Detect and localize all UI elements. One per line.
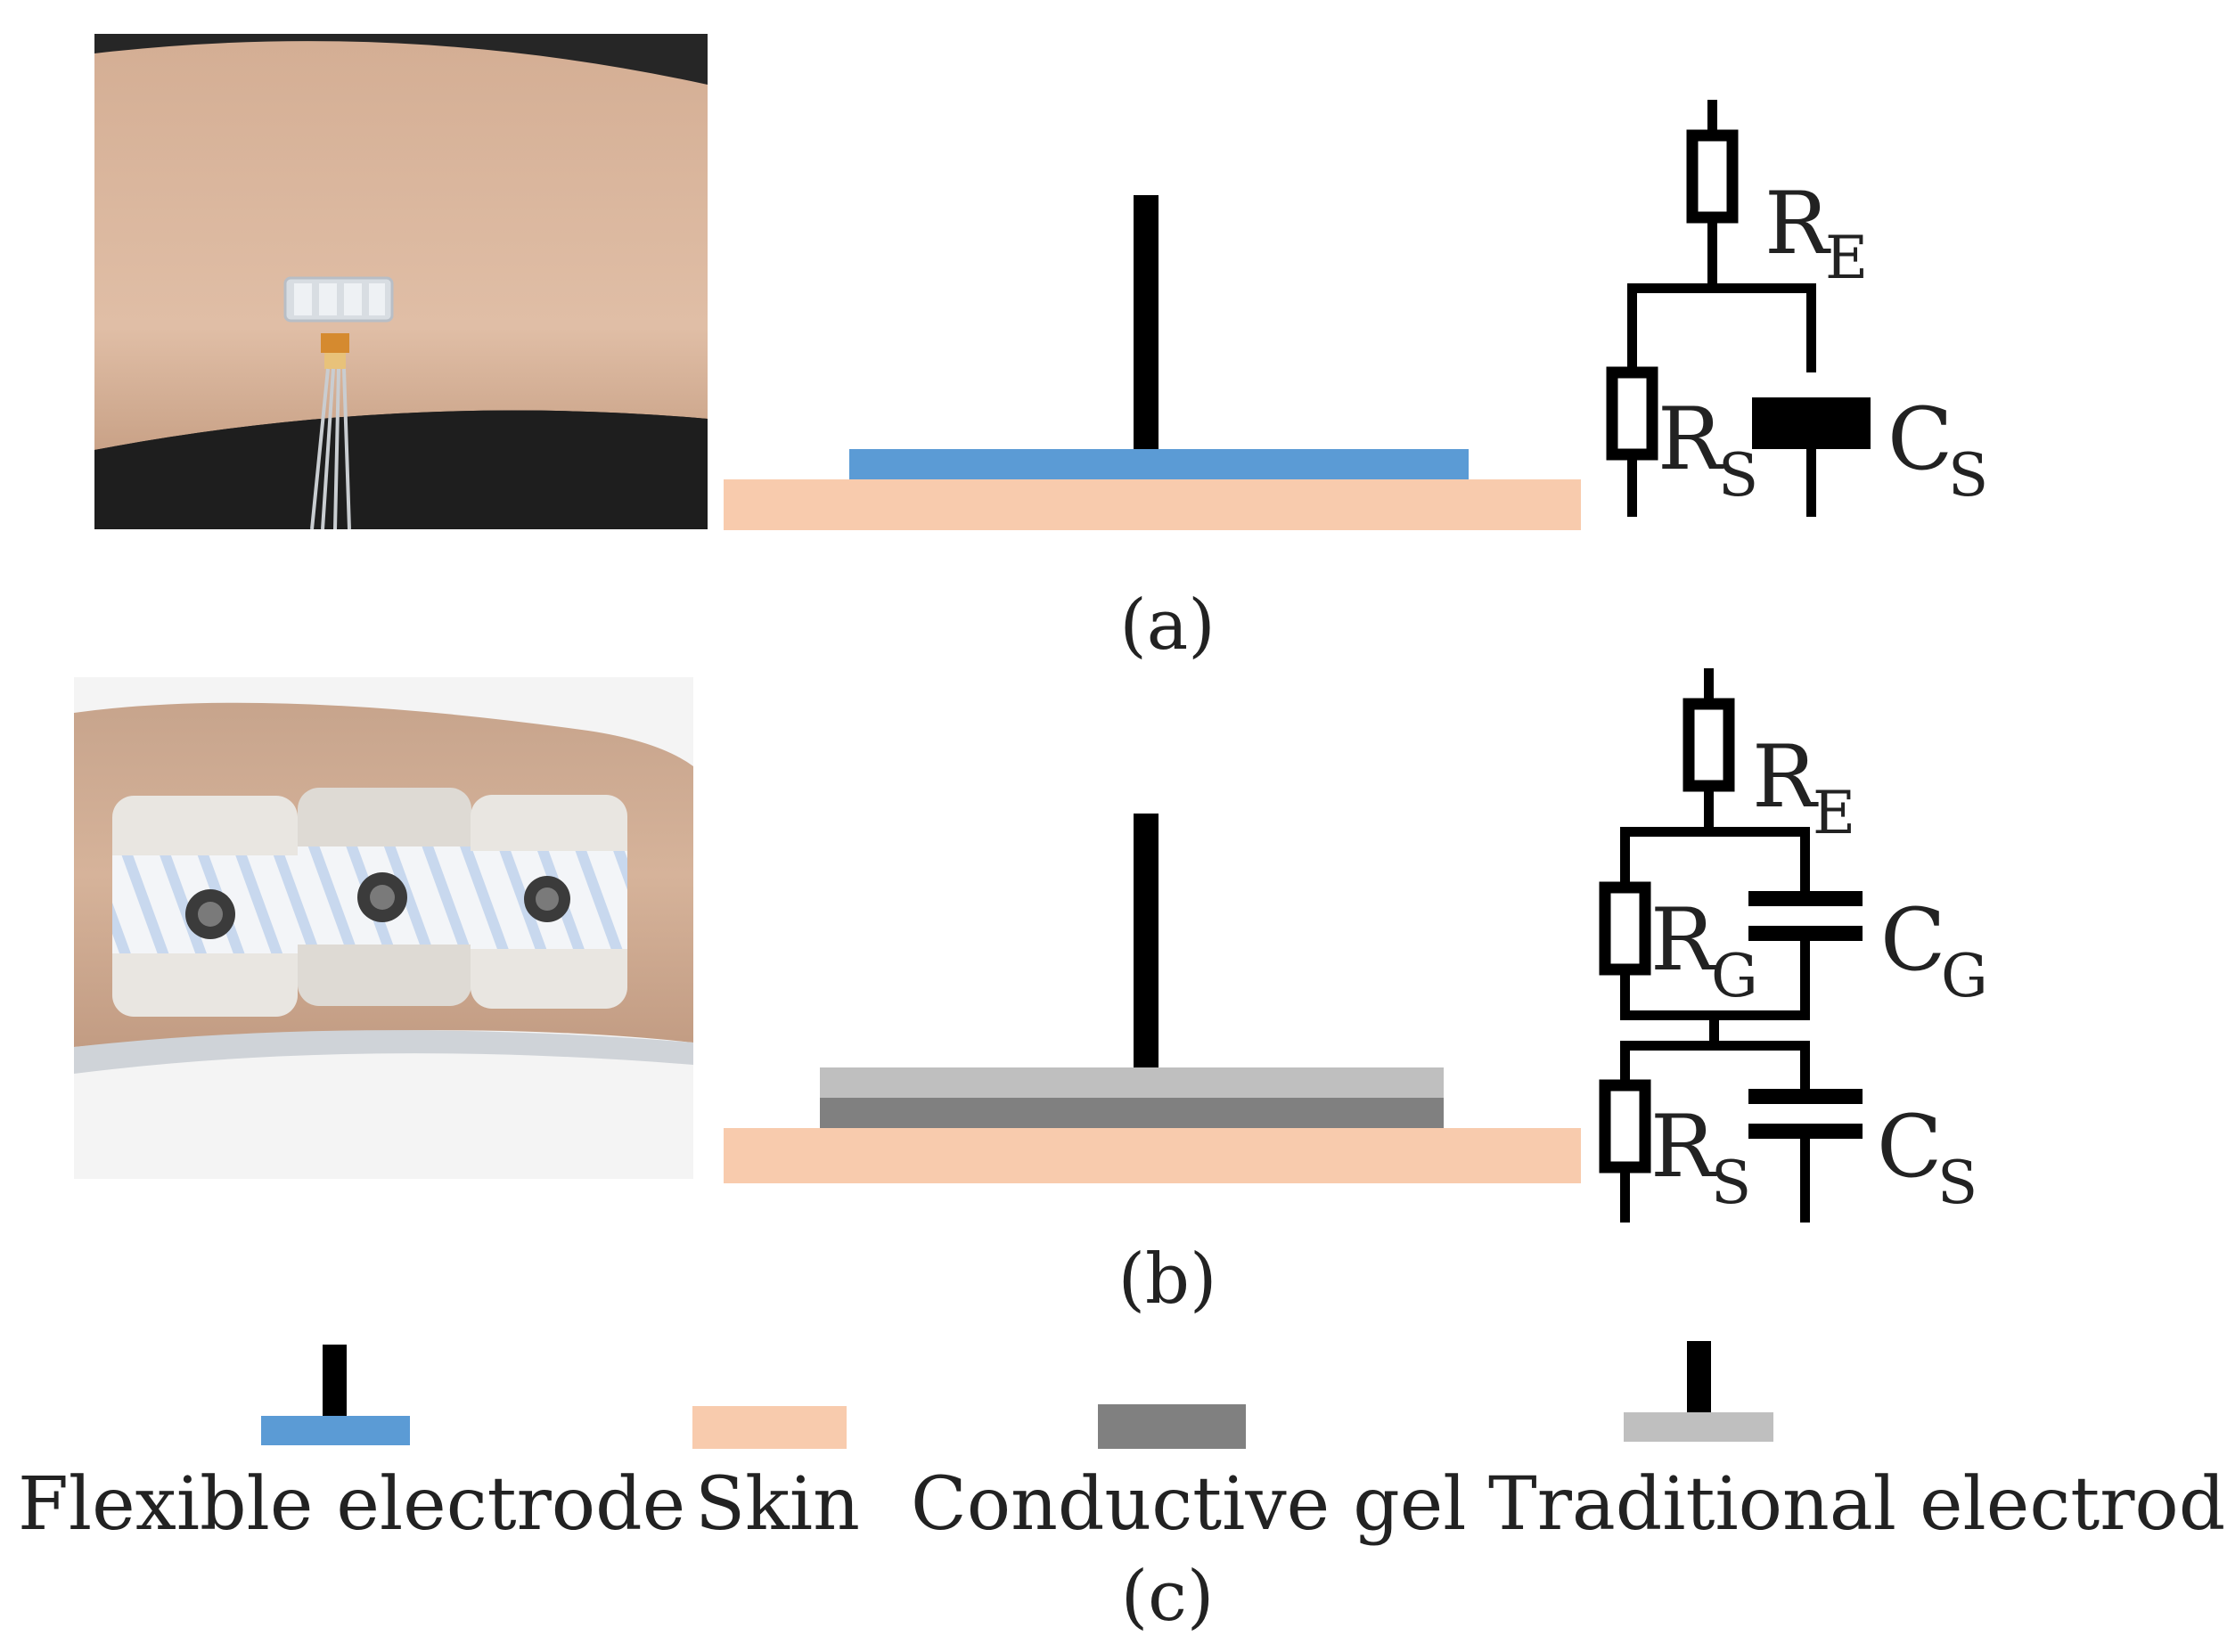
circuit-label-cs-b: C S xyxy=(1877,1097,1977,1217)
legend: Flexible electrode Skin Conductive gel T… xyxy=(18,1341,2227,1637)
legend-label-skin: Skin xyxy=(695,1462,860,1547)
capacitor-cs-a xyxy=(1752,397,1871,449)
skin-layer-a xyxy=(724,479,1581,530)
capacitor-cs-plate-top xyxy=(1748,1089,1863,1104)
equivalent-circuit-a xyxy=(1606,100,1871,517)
flexible-electrode-layer-a xyxy=(849,449,1469,479)
resistor-re-b xyxy=(1683,698,1735,792)
capacitor-cs-plate-bottom xyxy=(1748,1124,1863,1139)
svg-text:S: S xyxy=(1718,441,1758,510)
electrode-pad-1 xyxy=(112,796,298,1017)
svg-text:R: R xyxy=(1650,890,1717,990)
panel-label-a: (a) xyxy=(1119,585,1215,666)
electrode-pad-3 xyxy=(471,795,627,1009)
legend-label-flexible-electrode: Flexible electrode xyxy=(18,1462,685,1547)
svg-text:S: S xyxy=(1711,1149,1751,1217)
svg-text:G: G xyxy=(1941,942,1988,1010)
resistor-rs-a xyxy=(1606,366,1658,461)
capacitor-cg-plate-bottom xyxy=(1748,926,1863,941)
svg-text:E: E xyxy=(1825,224,1868,292)
legend-swatch-wire xyxy=(323,1345,347,1416)
panel-label-b: (b) xyxy=(1118,1239,1217,1320)
svg-text:C: C xyxy=(1887,389,1953,489)
circuit-label-re-a: R E xyxy=(1764,174,1868,292)
legend-swatch-conductive-gel xyxy=(1098,1404,1246,1449)
resistor-rg-b xyxy=(1599,881,1651,976)
legend-label-traditional-electrode: Traditional electrode xyxy=(1488,1462,2227,1547)
electrode-pad-2 xyxy=(298,788,471,1006)
legend-swatch-skin xyxy=(692,1406,847,1449)
svg-text:C: C xyxy=(1877,1097,1942,1197)
svg-text:R: R xyxy=(1650,1097,1717,1197)
capacitor-cg-plate-top xyxy=(1748,891,1863,906)
legend-item-traditional-electrode: Traditional electrode xyxy=(1488,1341,2227,1547)
conductive-gel-layer-b xyxy=(820,1098,1444,1128)
svg-text:R: R xyxy=(1658,389,1724,489)
panel-b: R E R G C G R S C S (b) xyxy=(74,668,1988,1320)
lead-wire-a xyxy=(1134,195,1159,449)
circuit-label-re-b: R E xyxy=(1752,727,1855,847)
circuit-label-cs-a: C S xyxy=(1887,389,1988,510)
panel-a: R E R S C S (a) xyxy=(94,34,1988,666)
svg-text:R: R xyxy=(1764,174,1831,274)
flexible-electrode-photo xyxy=(94,34,708,530)
circuit-label-rs-b: R S xyxy=(1650,1097,1751,1217)
equivalent-circuit-b xyxy=(1599,668,1863,1223)
legend-swatch-flexible-electrode xyxy=(261,1416,410,1445)
svg-text:S: S xyxy=(1948,441,1988,510)
resistor-re-a xyxy=(1686,129,1739,224)
circuit-label-rg-b: R G xyxy=(1650,890,1758,1010)
svg-text:R: R xyxy=(1752,727,1819,827)
svg-text:E: E xyxy=(1813,779,1855,847)
legend-label-conductive-gel: Conductive gel xyxy=(911,1462,1467,1547)
svg-text:S: S xyxy=(1937,1149,1977,1217)
svg-text:C: C xyxy=(1880,890,1945,990)
svg-text:G: G xyxy=(1711,942,1758,1010)
traditional-electrode-photo xyxy=(74,677,693,1179)
legend-item-skin: Skin xyxy=(692,1406,860,1547)
circuit-label-rs-a: R S xyxy=(1658,389,1758,510)
legend-item-flexible-electrode: Flexible electrode xyxy=(18,1345,685,1547)
traditional-electrode-layer-b xyxy=(820,1067,1444,1098)
legend-swatch-wire-traditional xyxy=(1687,1341,1711,1412)
circuit-label-cg-b: C G xyxy=(1880,890,1988,1010)
panel-label-c: (c) xyxy=(1121,1557,1215,1637)
legend-swatch-traditional-electrode xyxy=(1624,1412,1773,1442)
lead-wire-b xyxy=(1134,814,1159,1067)
legend-item-conductive-gel: Conductive gel xyxy=(911,1404,1467,1547)
resistor-rs-b xyxy=(1599,1079,1651,1174)
skin-layer-b xyxy=(724,1128,1581,1183)
